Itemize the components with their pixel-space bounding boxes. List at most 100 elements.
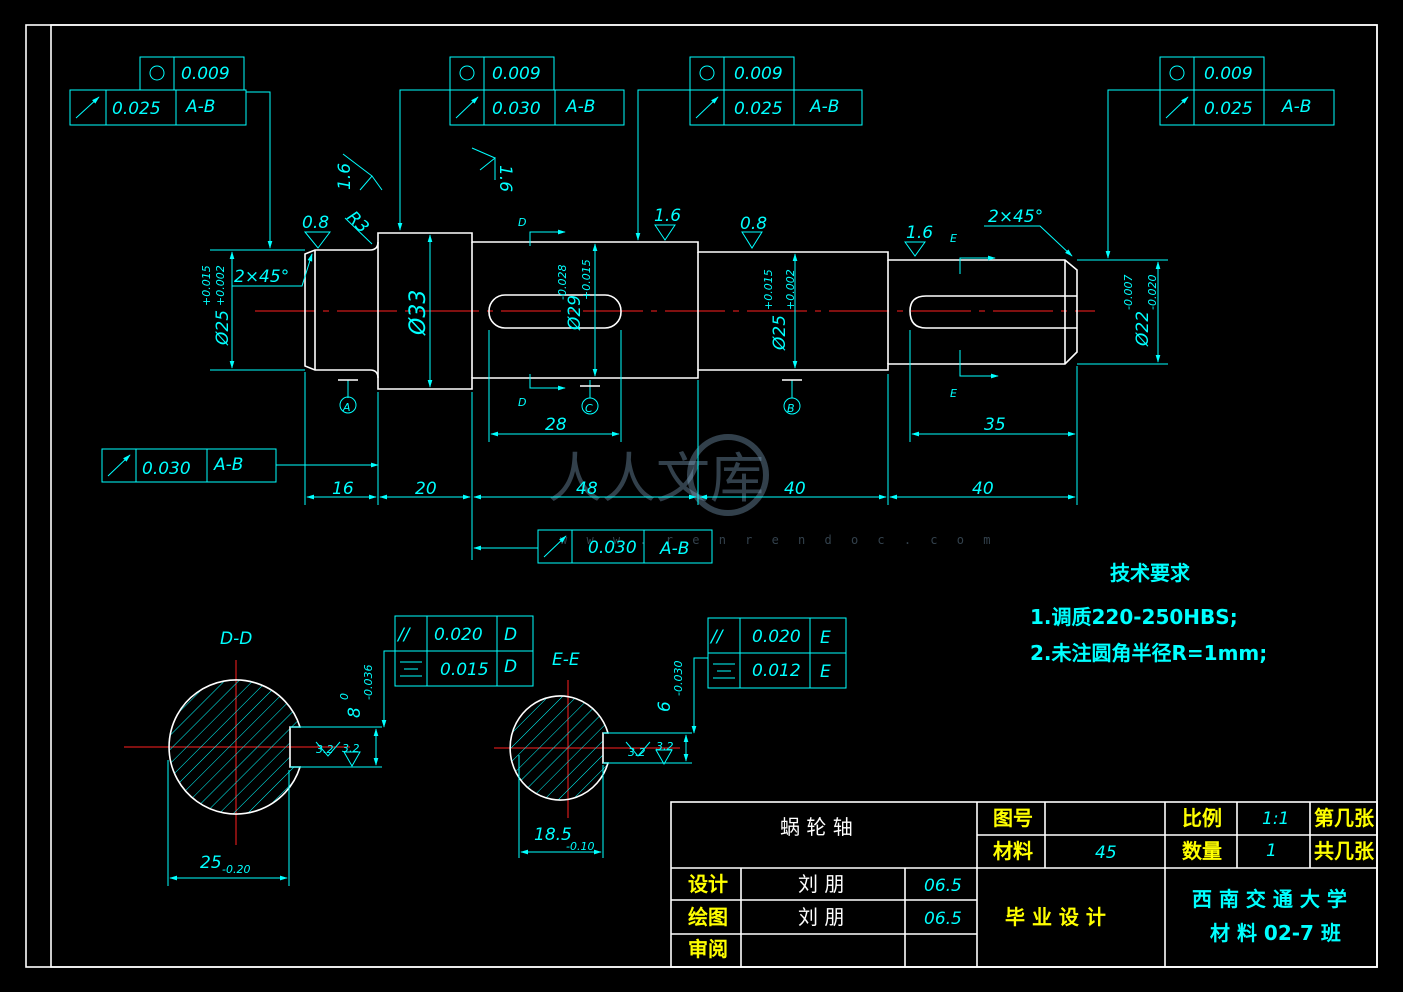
- fillet-radius-note: R3: [342, 207, 372, 237]
- fcf-4-runout-value: 0.025: [1204, 99, 1253, 119]
- dim-28: 28: [545, 415, 567, 435]
- length-dims: 16 20 48 40 40 28 35: [304, 330, 1078, 560]
- dim-d25-right-tol-up: +0.015: [762, 269, 775, 310]
- runout-bottom-datum: A-B: [659, 539, 689, 559]
- runout-left-datum: A-B: [213, 455, 243, 475]
- symmetry-icon: [400, 661, 422, 677]
- fcf-runout-left: 0.030 A-B: [101, 448, 379, 483]
- parallelism-icon: //: [396, 625, 412, 645]
- shaft-outline: [304, 232, 1078, 390]
- runout-arrow-icon: [543, 535, 567, 558]
- runout-bottom-value: 0.030: [588, 538, 637, 558]
- runout-arrow-icon: [695, 96, 719, 119]
- roughness-7: 3.2: [316, 743, 334, 756]
- section-ee-parallelism-value: 0.020: [752, 627, 801, 647]
- fcf-2-datum-ref: A-B: [565, 97, 595, 117]
- section-ee-symmetry-value: 0.012: [752, 661, 801, 681]
- datum-a: A: [342, 401, 351, 414]
- dim-16: 16: [332, 479, 354, 499]
- quantity-label: 数量: [1182, 839, 1222, 863]
- sheet-label: 第几张: [1314, 806, 1375, 830]
- roughness-symbols: 1.6 1.6 0.8 1.6 0.8 1.6 R3: [302, 147, 933, 257]
- project-name: 毕 业 设 计: [1005, 905, 1106, 929]
- roughness-5: 0.8: [740, 214, 767, 234]
- dim-d25-right: Ø25: [770, 315, 790, 351]
- roughness-9: 3.2: [628, 746, 646, 759]
- runout-arrow-icon: [455, 96, 479, 119]
- roughness-6: 1.6: [906, 223, 933, 243]
- design-date: 06.5: [924, 876, 962, 896]
- tech-requirements: 技术要求 1.调质220-250HBS; 2.未注圆角半径R=1mm;: [1030, 561, 1267, 665]
- section-dd-symmetry-value: 0.015: [440, 660, 489, 680]
- quantity-value: 1: [1266, 841, 1277, 861]
- section-ee-title: E-E: [552, 650, 580, 670]
- watermark-url: w w w . r e n r e n d o c . c o m: [560, 533, 996, 547]
- tech-title: 技术要求: [1110, 561, 1191, 585]
- scale-value: 1:1: [1262, 809, 1289, 829]
- runout-left-value: 0.030: [142, 459, 191, 479]
- draw-label: 绘图: [688, 905, 728, 929]
- dim-d33: Ø33: [406, 290, 431, 336]
- section-mark-e-bottom: E: [950, 387, 957, 400]
- dim-d25-right-tol-low: +0.002: [784, 269, 797, 310]
- dim-48: 48: [576, 479, 598, 499]
- runout-arrow-icon: [75, 96, 100, 119]
- dim-d22-tol-low: -0.020: [1146, 275, 1159, 310]
- fcf-3: 0.009 0.025 A-B: [635, 56, 863, 241]
- keyway-left: [488, 294, 622, 329]
- fcf-1: 0.009 0.025 A-B: [69, 56, 273, 249]
- dim-d29: Ø29: [565, 295, 585, 331]
- datum-markers: A B C: [338, 379, 802, 415]
- design-label: 设计: [688, 872, 728, 896]
- title-block: 蜗 轮 轴 图号 材料 45 比例 1:1 第几张 数量 1 共几张 设计 刘 …: [670, 801, 1378, 968]
- circularity-icon: [1169, 65, 1185, 81]
- section-dd-width: 25: [200, 853, 222, 873]
- roughness-2: 1.6: [495, 165, 515, 192]
- tech-item-1: 1.调质220-250HBS;: [1030, 605, 1238, 629]
- section-ee-symmetry-ref: E: [820, 662, 831, 682]
- section-mark-d-top: D: [518, 216, 526, 229]
- roughness-8: 3.2: [342, 742, 360, 755]
- chamfer-right: 2×45°: [988, 207, 1043, 227]
- circularity-icon: [149, 65, 165, 81]
- dim-d22: Ø22: [1133, 311, 1153, 347]
- section-dd-title: D-D: [220, 629, 252, 649]
- symmetry-icon: [713, 663, 735, 679]
- dim-d25-left-tol-up: +0.015: [200, 265, 213, 306]
- fcf-2-circularity-value: 0.009: [492, 64, 541, 84]
- dim-40-b: 40: [972, 479, 994, 499]
- section-mark-e-top: E: [950, 232, 957, 245]
- part-name: 蜗 轮 轴: [780, 815, 853, 839]
- section-dd-symmetry-ref: D: [504, 657, 517, 677]
- parallelism-icon: //: [709, 627, 725, 647]
- datum-c: C: [585, 402, 593, 415]
- roughness-4: 1.6: [654, 206, 681, 226]
- watermark: 人人文库 w w w . r e n r e n d o c . c o m: [548, 434, 996, 547]
- dim-20: 20: [415, 479, 437, 499]
- chamfer-notes: 2×45° 2×45°: [232, 207, 1073, 287]
- fcf-2: 0.009 0.030 A-B: [397, 56, 625, 231]
- section-ee-key-depth-tol: -0.030: [672, 661, 685, 696]
- fcf-3-runout-value: 0.025: [734, 99, 783, 119]
- material-label: 材料: [993, 839, 1033, 863]
- section-cut-marks: D D E E: [518, 216, 999, 409]
- fcf-3-circularity-value: 0.009: [734, 64, 783, 84]
- dim-d22-tol-up: -0.007: [1122, 275, 1135, 310]
- datum-b: B: [787, 402, 795, 415]
- circularity-icon: [699, 65, 715, 81]
- fcf-2-runout-value: 0.030: [492, 99, 541, 119]
- fcf-4-circularity-value: 0.009: [1204, 64, 1253, 84]
- fcf-runout-bottom: 0.030 A-B: [473, 529, 713, 564]
- fcf-3-datum-ref: A-B: [809, 97, 839, 117]
- fcf-1-runout-value: 0.025: [112, 99, 161, 119]
- roughness-10: 3.2: [656, 740, 674, 753]
- roughness-3: 0.8: [302, 213, 329, 233]
- fcf-1-circularity-value: 0.009: [181, 64, 230, 84]
- section-dd-key-depth: 8: [345, 707, 365, 718]
- section-ee-parallelism-ref: E: [820, 628, 831, 648]
- section-dd-parallelism-value: 0.020: [434, 625, 483, 645]
- section-dd: D-D 3.2 3.2 8 0 -0.036 25 -0.20 // 0.020…: [124, 615, 534, 886]
- watermark-text: 人人文库: [548, 447, 764, 510]
- chamfer-left: 2×45°: [234, 267, 289, 287]
